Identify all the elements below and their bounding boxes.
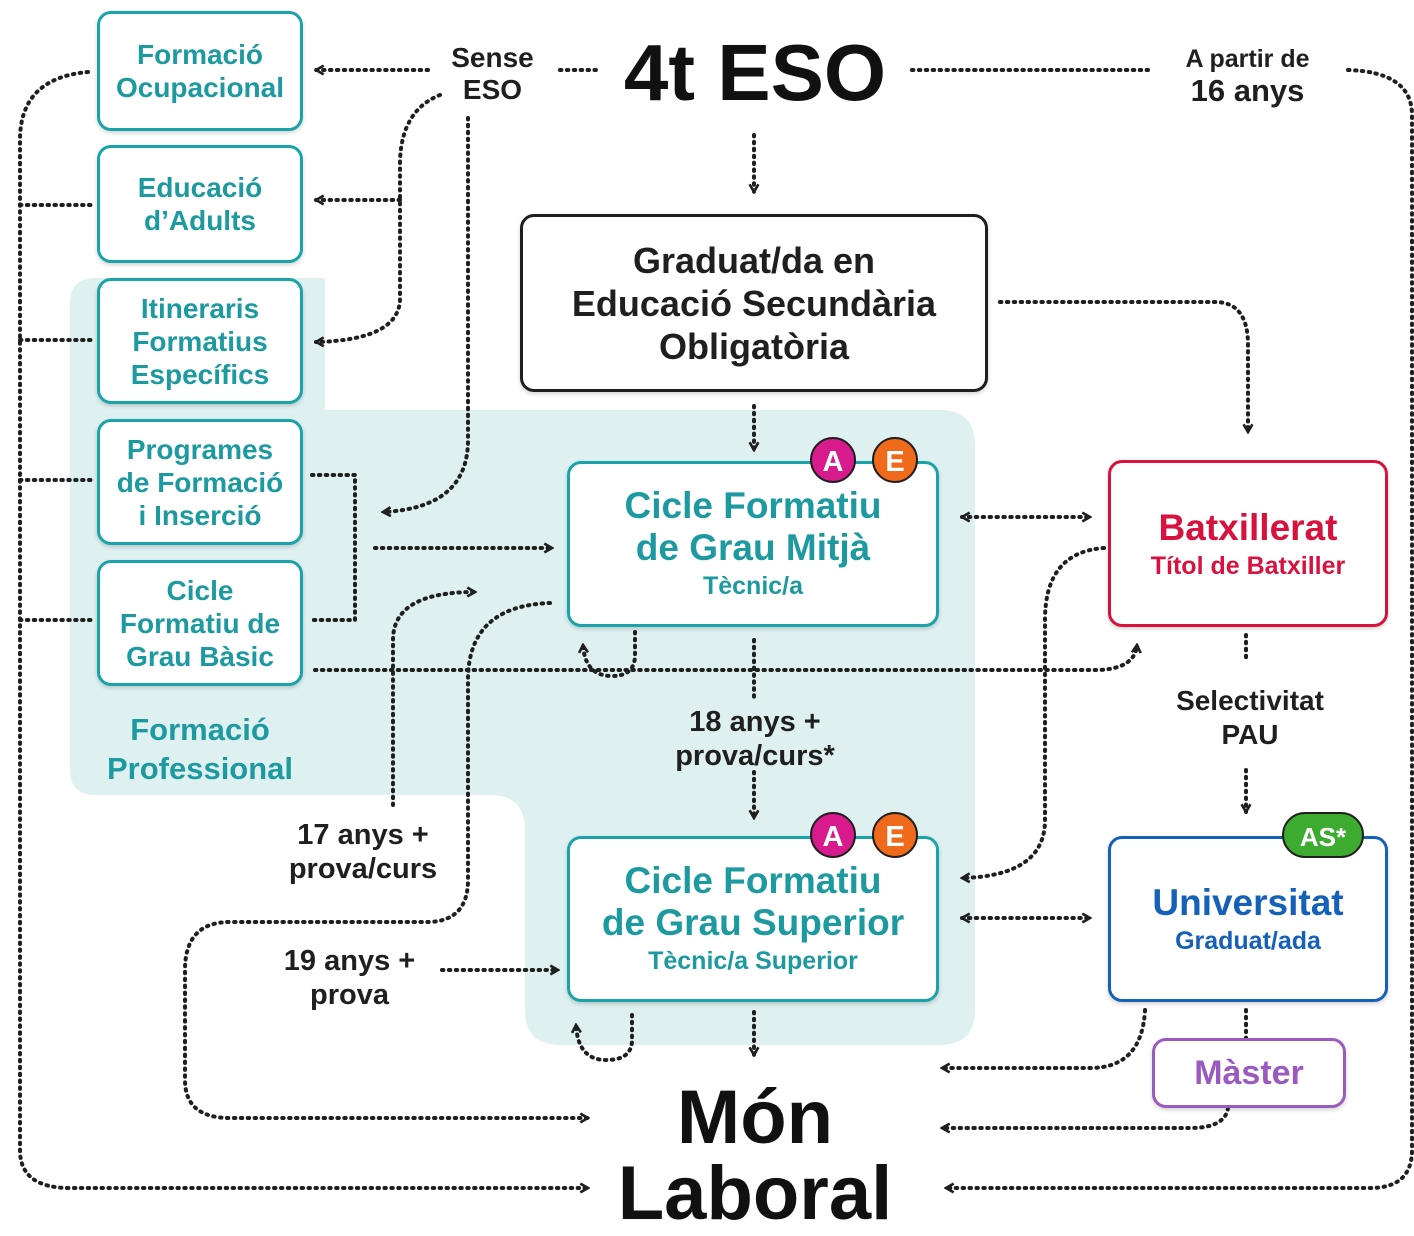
badge-a-cfgs: A (810, 812, 856, 858)
badge-a-cfgm: A (810, 437, 856, 483)
eso4-title: 4t ESO (623, 28, 887, 117)
age-16-label: A partir de 16 anys (1185, 45, 1310, 108)
cfgs-box[interactable]: Cicle Formatiu de Grau Superior Tècnic/a… (567, 836, 939, 1002)
age-17-label: 17 anys +prova/curs (288, 819, 438, 885)
badge-e-cfgs: E (872, 812, 918, 858)
badge-as-universitat: AS* (1282, 812, 1364, 858)
age-19-label: 19 anys +prova (283, 945, 416, 1011)
universitat-box[interactable]: Universitat Graduat/ada (1108, 836, 1388, 1002)
badge-e-cfgm: E (872, 437, 918, 483)
batxillerat-box[interactable]: Batxillerat Títol de Batxiller (1108, 460, 1388, 627)
age-18-label: 18 anys +prova/curs* (675, 706, 835, 772)
cfgm-box[interactable]: Cicle Formatiu de Grau Mitjà Tècnic/a (567, 461, 939, 627)
master-box[interactable]: Màster (1152, 1038, 1346, 1108)
